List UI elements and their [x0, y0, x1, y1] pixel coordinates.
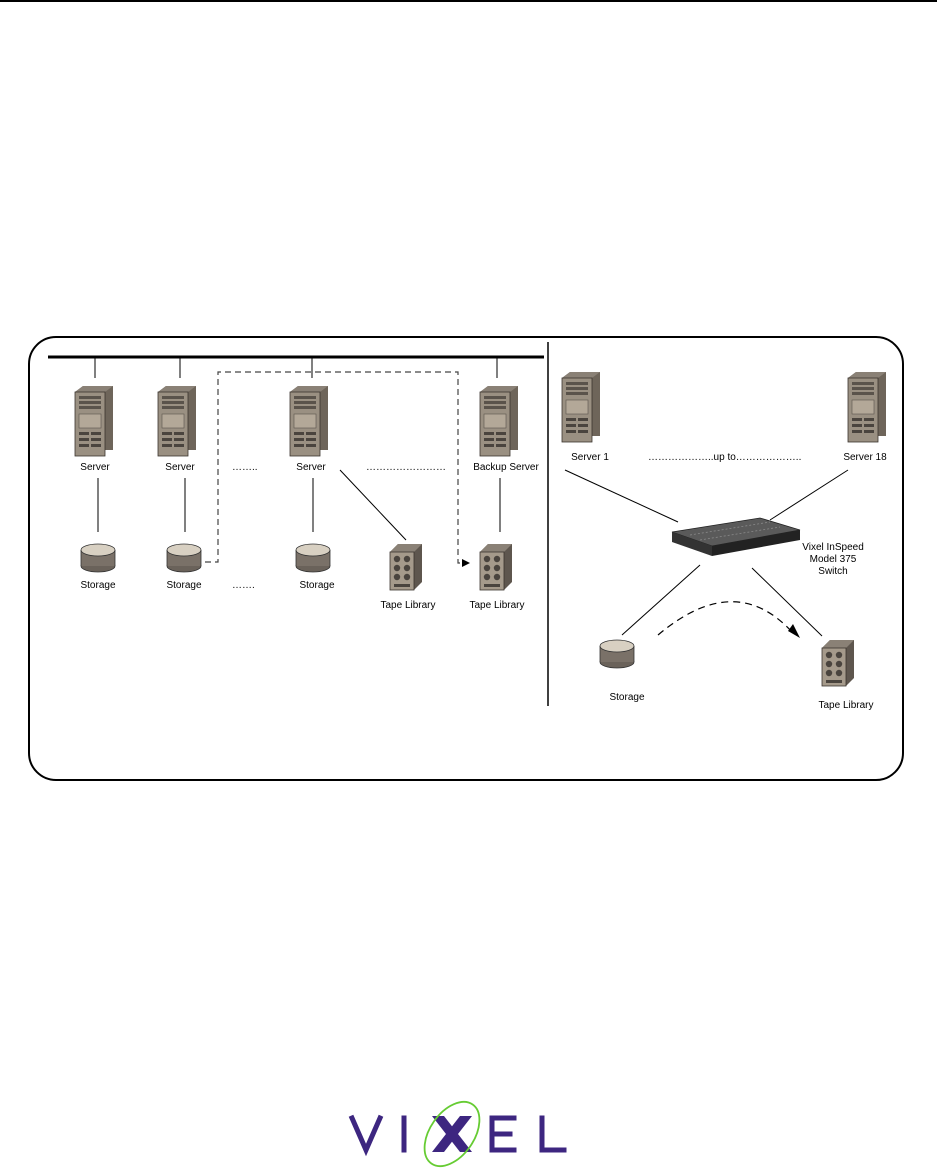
server-label: Server	[165, 462, 195, 473]
switch-label-line2: Model 375	[809, 554, 857, 565]
server-icon	[561, 371, 601, 443]
ellipsis: …….	[232, 580, 255, 591]
tape-library-label: Tape Library	[818, 700, 874, 711]
server-icon	[847, 371, 887, 443]
switch-icon	[671, 517, 801, 556]
tape-library-label: Tape Library	[380, 600, 436, 611]
storage-icon	[166, 543, 202, 573]
switch-label-line1: Vixel InSpeed	[802, 542, 864, 553]
storage-label: Storage	[299, 580, 335, 591]
backup-path	[205, 371, 468, 564]
backup-server-label: Backup Server	[473, 462, 539, 473]
server-label: Server	[296, 462, 326, 473]
top-rule	[0, 0, 937, 2]
server-label: Server 1	[571, 452, 609, 463]
server-label: Server	[80, 462, 110, 473]
server-icon	[157, 385, 197, 457]
switch-label-line3: Switch	[818, 566, 848, 577]
storage-icon	[80, 543, 116, 573]
diagram-frame	[28, 336, 904, 781]
server-icon	[289, 385, 329, 457]
storage-label: Storage	[609, 692, 645, 703]
server-label: Server 18	[843, 452, 887, 463]
range-text: ………………..up to………………..	[648, 452, 802, 463]
arrow-head-icon	[462, 559, 470, 567]
storage-label: Storage	[80, 580, 116, 591]
ellipsis: ……………………	[366, 462, 446, 473]
tape-library-label: Tape Library	[469, 600, 525, 611]
server-icon	[74, 385, 114, 457]
arrow-head-icon	[788, 624, 800, 638]
ellipsis: ……..	[232, 462, 258, 473]
storage-label: Storage	[166, 580, 202, 591]
tape-library-icon	[821, 639, 855, 687]
tape-library-icon	[389, 543, 423, 591]
backup-path	[657, 601, 793, 636]
storage-icon	[295, 543, 331, 573]
backup-server-icon	[479, 385, 519, 457]
storage-icon	[599, 639, 635, 669]
tape-library-icon	[479, 543, 513, 591]
vixel-logo	[348, 1101, 567, 1167]
